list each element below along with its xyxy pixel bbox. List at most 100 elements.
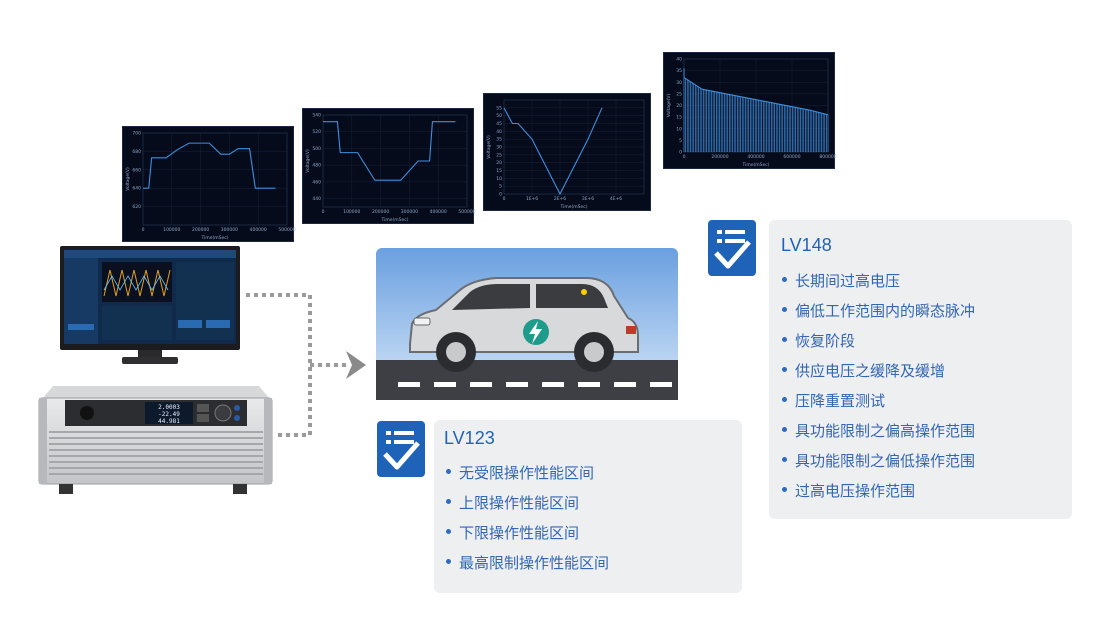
display-value-1: 2.0003 bbox=[158, 404, 180, 411]
y-tick-label: 25 bbox=[676, 91, 682, 97]
x-tick-label: 0 bbox=[683, 154, 686, 160]
display-value-2: -22.49 bbox=[158, 411, 180, 418]
x-tick-label: 600000 bbox=[783, 154, 800, 160]
connector-arrow-icon bbox=[346, 351, 366, 379]
x-tick-label: 100000 bbox=[163, 227, 180, 233]
series-line bbox=[143, 142, 276, 189]
y-tick-label: 55 bbox=[496, 105, 502, 111]
x-tick-label: 4E+6 bbox=[610, 196, 622, 202]
y-axis-label: Voltage(V) bbox=[305, 149, 311, 173]
waveform-chart-4: 0 5 10 15 20 25 30 35 40 0 200000 400000 600000 80000… bbox=[666, 57, 837, 169]
x-tick-label: 200000 bbox=[711, 154, 728, 160]
list-item: 偏低工作范围内的瞬态脉冲 bbox=[782, 296, 975, 326]
x-tick-label: 400000 bbox=[747, 154, 764, 160]
list-item: 长期间过高电压 bbox=[782, 266, 975, 296]
list-item: 最高限制操作性能区间 bbox=[446, 548, 609, 578]
y-tick-label: 35 bbox=[496, 137, 502, 143]
waveform-chart-1: 620 640 660 680 700 0 100000 200000 300000 400000… bbox=[125, 131, 296, 242]
series-line bbox=[323, 121, 456, 181]
y-tick-label: 440 bbox=[312, 196, 321, 202]
y-tick-label: 20 bbox=[676, 103, 682, 109]
car-scene-graphic bbox=[376, 248, 678, 400]
list-item: 无受限操作性能区间 bbox=[446, 458, 609, 488]
x-tick-label: 500000 bbox=[278, 227, 295, 233]
computer-monitor bbox=[60, 246, 240, 366]
y-tick-label: 40 bbox=[676, 57, 682, 63]
y-tick-label: 15 bbox=[496, 168, 502, 174]
x-tick-label: 0 bbox=[322, 209, 325, 215]
x-tick-label: 0 bbox=[503, 196, 506, 202]
y-tick-label: 5 bbox=[679, 138, 682, 144]
x-tick-label: 1E+6 bbox=[526, 196, 538, 202]
x-axis-label: Time(mSec) bbox=[559, 204, 587, 210]
x-axis-label: Time(mSec) bbox=[741, 162, 769, 168]
y-tick-label: 680 bbox=[132, 149, 141, 155]
x-tick-label: 800000 bbox=[819, 154, 836, 160]
x-tick-label: 300000 bbox=[401, 209, 418, 215]
x-tick-label: 200000 bbox=[372, 209, 389, 215]
x-tick-label: 200000 bbox=[192, 227, 209, 233]
y-tick-label: 10 bbox=[496, 176, 502, 182]
y-tick-label: 660 bbox=[132, 167, 141, 173]
x-tick-label: 0 bbox=[142, 227, 145, 233]
power-supply-graphic: 2.0003 -22.49 44.981 bbox=[38, 386, 273, 494]
y-tick-label: 20 bbox=[496, 160, 502, 166]
series-line bbox=[503, 107, 603, 196]
x-tick-label: 2E+6 bbox=[554, 196, 566, 202]
plot-area bbox=[142, 132, 288, 226]
lv148-test-list: 长期间过高电压 偏低工作范围内的瞬态脉冲 恢复阶段 供应电压之缓降及缓增 压降重… bbox=[782, 266, 975, 506]
front-vent-grille bbox=[49, 431, 263, 475]
lv123-title: LV123 bbox=[444, 428, 495, 448]
y-tick-label: 15 bbox=[676, 115, 682, 121]
checklist-icon bbox=[377, 421, 425, 477]
y-tick-label: 40 bbox=[496, 129, 502, 135]
list-item: 上限操作性能区间 bbox=[446, 488, 609, 518]
y-tick-label: 35 bbox=[676, 68, 682, 74]
list-item: 具功能限制之偏低操作范围 bbox=[782, 446, 975, 476]
lv123-panel bbox=[434, 420, 742, 593]
x-tick-label: 500000 bbox=[458, 209, 475, 215]
y-tick-label: 25 bbox=[496, 152, 502, 158]
y-axis-label: Voltage(V) bbox=[125, 167, 131, 191]
pulse-bars bbox=[683, 77, 829, 152]
y-tick-label: 10 bbox=[676, 126, 682, 132]
y-tick-label: 480 bbox=[312, 163, 321, 169]
list-item: 压降重置测试 bbox=[782, 386, 975, 416]
display-value-3: 44.981 bbox=[158, 418, 180, 425]
x-tick-label: 3E+6 bbox=[582, 196, 594, 202]
y-axis-label: Voltage(V) bbox=[486, 135, 492, 159]
y-tick-label: 0 bbox=[499, 192, 502, 198]
x-axis-label: Time(mSec) bbox=[200, 235, 228, 241]
list-item: 恢复阶段 bbox=[782, 326, 975, 356]
y-tick-label: 5 bbox=[499, 184, 502, 190]
x-axis-label: Time(mSec) bbox=[380, 217, 408, 223]
x-tick-label: 300000 bbox=[221, 227, 238, 233]
y-tick-label: 520 bbox=[312, 129, 321, 135]
y-tick-label: 0 bbox=[679, 150, 682, 156]
y-tick-label: 30 bbox=[496, 145, 502, 151]
y-tick-label: 30 bbox=[676, 80, 682, 86]
x-tick-label: 400000 bbox=[430, 209, 447, 215]
lv148-title: LV148 bbox=[781, 235, 832, 255]
y-tick-label: 620 bbox=[132, 204, 141, 210]
waveform-panel-1: 620 640 660 680 700 0 100000 200000 300000 400000… bbox=[122, 126, 296, 242]
lv123-test-list: 无受限操作性能区间 上限操作性能区间 下限操作性能区间 最高限制操作性能区间 bbox=[446, 458, 609, 578]
list-item: 下限操作性能区间 bbox=[446, 518, 609, 548]
y-tick-label: 460 bbox=[312, 179, 321, 185]
electric-vehicle-illustration bbox=[376, 248, 678, 400]
checklist-icon bbox=[708, 220, 756, 276]
list-item: 过高电压操作范围 bbox=[782, 476, 975, 506]
x-tick-label: 400000 bbox=[250, 227, 267, 233]
monitor-graphic bbox=[60, 246, 240, 364]
y-tick-label: 500 bbox=[312, 146, 321, 152]
plot-area bbox=[322, 114, 468, 208]
dc-power-supply: 2.0003 -22.49 44.981 bbox=[37, 380, 274, 498]
series-line bbox=[683, 77, 829, 116]
list-item: 具功能限制之偏高操作范围 bbox=[782, 416, 975, 446]
y-tick-label: 700 bbox=[132, 131, 141, 137]
y-tick-label: 640 bbox=[132, 186, 141, 192]
